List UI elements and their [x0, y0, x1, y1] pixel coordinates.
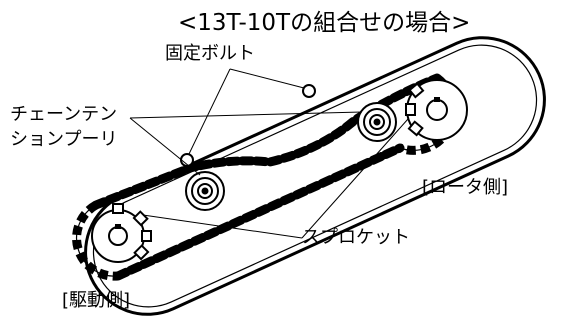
rotor-sprocket [405, 79, 468, 141]
leader-lines [129, 68, 409, 239]
leader-bolt-right [229, 68, 305, 89]
tension-pulley-label-line2: ションプーリ [10, 129, 118, 150]
leader-pulley-right [129, 111, 363, 119]
leader-sprocket-right [301, 118, 409, 239]
leader-pulley-left [129, 117, 201, 176]
drive-side-label: [駆動側] [62, 290, 131, 311]
chain-upper-run [91, 73, 442, 210]
leader-sprocket-left [142, 214, 303, 239]
chain-case [84, 36, 546, 316]
tension-pulley-left [185, 171, 225, 211]
tension-pulley-right [357, 102, 397, 142]
tension-pulley-label-line1: チェーンテン [10, 104, 118, 125]
rotor-side-label: [ロータ側] [422, 177, 509, 198]
chain-lower-run [113, 143, 405, 281]
sprocket-label: スプロケット [302, 227, 410, 248]
drive-sprocket [91, 203, 152, 263]
fixing-bolt-right [302, 84, 316, 98]
chain-left-wrap [72, 201, 119, 281]
diagram-title: <13T-10Tの組合せの場合> [178, 10, 471, 36]
leader-bolt-left [188, 68, 231, 155]
fixing-bolt-label: 固定ボルト [165, 43, 255, 64]
